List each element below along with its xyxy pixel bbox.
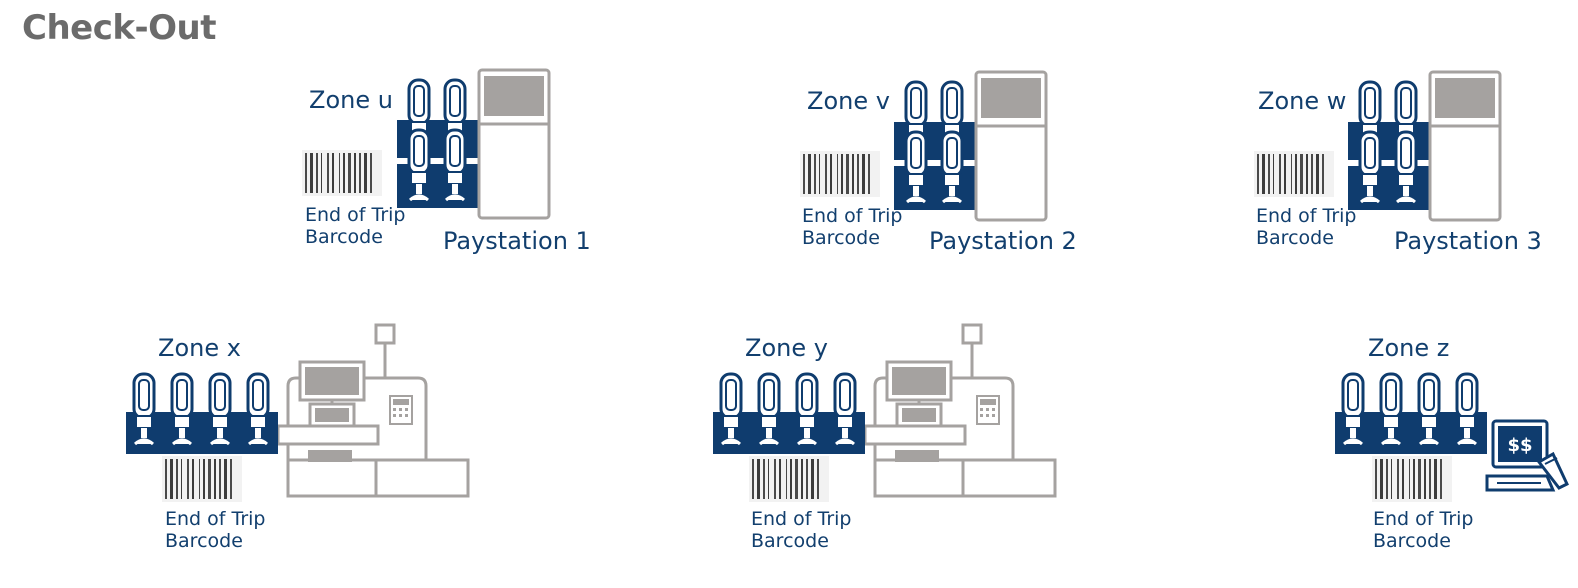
self-checkout-register-icon xyxy=(278,323,470,498)
scanner-dock-icon xyxy=(1348,80,1430,210)
barcode-label-line2: Barcode xyxy=(305,226,383,248)
barcode-icon xyxy=(162,456,242,502)
paystation-kiosk-icon xyxy=(477,68,551,220)
paystation-kiosk-icon xyxy=(974,70,1048,222)
barcode-label: End of Trip Barcode xyxy=(165,508,265,552)
payment-terminal-icon: $$ xyxy=(1485,419,1569,492)
barcode-label-line2: Barcode xyxy=(1373,530,1451,552)
barcode-icon xyxy=(302,150,382,196)
zone-w-label: Zone w xyxy=(1258,87,1347,115)
barcode-label-line2: Barcode xyxy=(751,530,829,552)
zone-y-label: Zone y xyxy=(745,334,828,362)
barcode-label: End of Trip Barcode xyxy=(1256,205,1356,249)
barcode-icon xyxy=(1254,151,1334,197)
barcode-label-line2: Barcode xyxy=(1256,227,1334,249)
barcode-label-line1: End of Trip xyxy=(1256,205,1357,227)
zone-x-label: Zone x xyxy=(158,334,241,362)
barcode-label: End of Trip Barcode xyxy=(1373,508,1473,552)
paystation-1-label: Paystation 1 xyxy=(443,227,591,255)
zone-v-label: Zone v xyxy=(807,87,890,115)
paystation-2-label: Paystation 2 xyxy=(929,227,1077,255)
barcode-label: End of Trip Barcode xyxy=(751,508,851,552)
barcode-label: End of Trip Barcode xyxy=(802,205,902,249)
page-title: Check-Out xyxy=(22,8,216,48)
barcode-label: End of Trip Barcode xyxy=(305,204,405,248)
barcode-label-line2: Barcode xyxy=(165,530,243,552)
barcode-icon xyxy=(800,151,880,197)
scanner-dock-icon xyxy=(1335,372,1487,454)
zone-u-label: Zone u xyxy=(309,86,393,114)
self-checkout-register-icon xyxy=(865,323,1057,498)
zone-z-label: Zone z xyxy=(1368,334,1450,362)
barcode-icon xyxy=(749,456,829,502)
scanner-dock-icon xyxy=(713,372,865,454)
scanner-dock-icon xyxy=(397,78,479,208)
barcode-label-line1: End of Trip xyxy=(802,205,903,227)
paystation-kiosk-icon xyxy=(1428,70,1502,222)
barcode-label-line2: Barcode xyxy=(802,227,880,249)
barcode-label-line1: End of Trip xyxy=(165,508,266,530)
svg-text:$$: $$ xyxy=(1507,435,1532,456)
barcode-icon xyxy=(1372,456,1452,502)
barcode-label-line1: End of Trip xyxy=(305,204,406,226)
barcode-label-line1: End of Trip xyxy=(1373,508,1474,530)
scanner-dock-icon xyxy=(894,80,976,210)
paystation-3-label: Paystation 3 xyxy=(1394,227,1542,255)
barcode-label-line1: End of Trip xyxy=(751,508,852,530)
scanner-dock-icon xyxy=(126,372,278,454)
